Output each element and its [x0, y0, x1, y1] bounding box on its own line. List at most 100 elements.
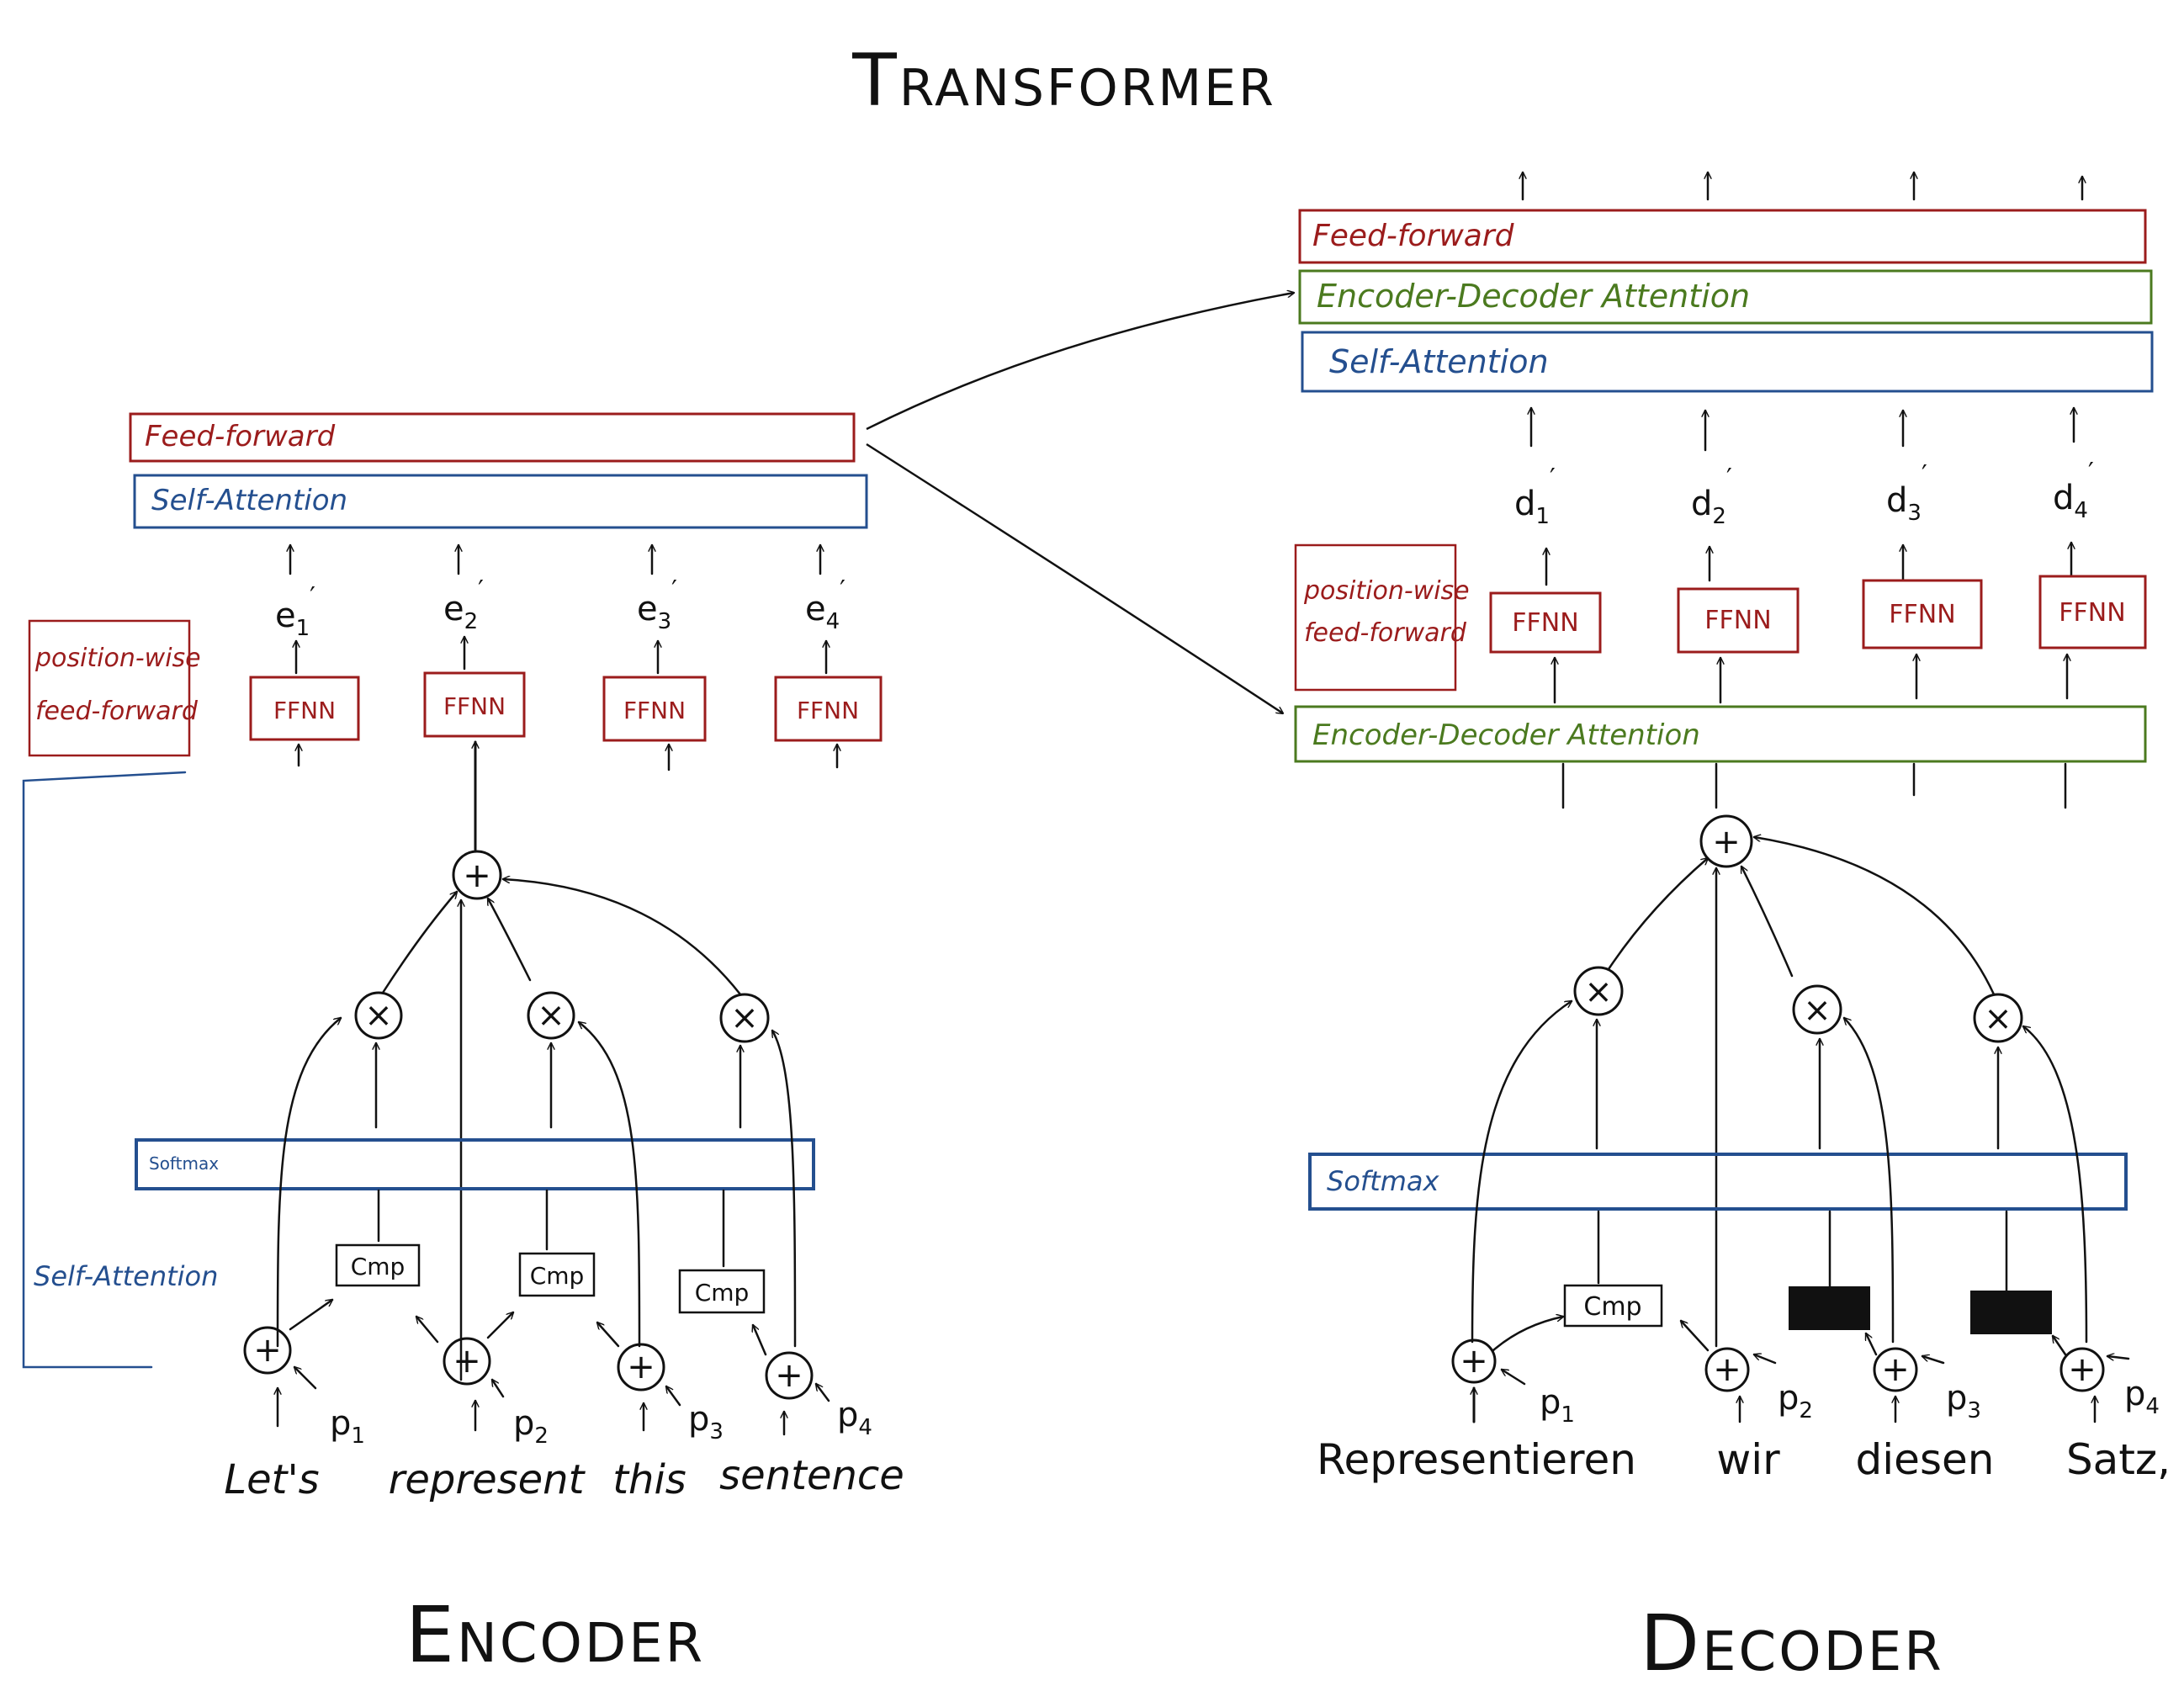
encoder-add-node-4 — [765, 1351, 814, 1400]
decoder-add-node-4 — [2059, 1347, 2105, 1392]
decoder: Feed-forward Encoder-Decoder Attention S… — [1294, 171, 2171, 1688]
encoder-output-e3: e3′ — [637, 575, 677, 634]
decoder-feed-forward-label: Feed-forward — [1312, 219, 1515, 253]
decoder-word-1: Representieren — [1317, 1435, 1636, 1484]
encoder-add-node-3 — [617, 1343, 665, 1391]
decoder-position-wise-line2: feed-forward — [1304, 618, 1467, 648]
encoder: Feed-forward Self-Attention e1′ e2′ e3′ … — [22, 412, 904, 1680]
decoder-add-1-symbol: + — [1460, 1342, 1488, 1381]
encoder-self-attention-bracket-label: Self-Attention — [34, 1260, 218, 1292]
encoder-ffnn-3 — [602, 676, 707, 742]
encoder-cmp-3-label: Cmp — [695, 1279, 750, 1307]
encoder-ffnn-3-label: FFNN — [623, 697, 686, 724]
decoder-multiply-node-3 — [1973, 993, 2023, 1043]
decoder-position-wise-box — [1294, 543, 1457, 692]
encoder-position-p2: p2 — [513, 1404, 549, 1449]
decoder-cmp-label: Cmp — [1583, 1292, 1641, 1322]
encoder-position-wise-line1: position-wise — [34, 644, 201, 673]
encoder-decoder-connections — [866, 293, 1294, 713]
encoder-position-wise-line2: feed-forward — [35, 697, 199, 726]
decoder-multiply-3-symbol: × — [1984, 999, 2012, 1038]
encoder-position-p3: p3 — [688, 1400, 724, 1445]
encoder-multiply-node-3 — [719, 993, 770, 1043]
encoder-position-wise-box — [28, 619, 191, 757]
encoder-add-node-2 — [443, 1337, 491, 1386]
encoder-self-attention-box — [133, 474, 868, 529]
encoder-output-e1: e1′ — [275, 582, 315, 641]
encoder-add-2-symbol: + — [453, 1342, 481, 1381]
encoder-ffnn-2-label: FFNN — [443, 692, 506, 720]
decoder-sum-plus: + — [1712, 823, 1741, 861]
decoder-enc-dec-attention-label: Encoder-Decoder Attention — [1317, 278, 1750, 315]
encoder-word-1: Let's — [224, 1456, 319, 1503]
decoder-position-p1: p1 — [1540, 1383, 1575, 1428]
encoder-add-1-symbol: + — [253, 1331, 282, 1370]
decoder-multiply-node-2 — [1792, 984, 1842, 1035]
decoder-output-d3: d3′ — [1886, 460, 1927, 526]
encoder-cmp-2 — [518, 1252, 596, 1297]
decoder-enc-dec-attention-lower-label: Encoder-Decoder Attention — [1312, 718, 1700, 752]
encoder-add-4-symbol: + — [775, 1356, 803, 1395]
encoder-self-attention-label: Self-Attention — [151, 484, 347, 517]
decoder-ffnn-3 — [1862, 579, 1983, 649]
encoder-feed-forward-label: Feed-forward — [145, 420, 336, 453]
decoder-multiply-1-symbol: × — [1584, 973, 1613, 1011]
encoder-label: Encoder — [406, 1590, 705, 1680]
encoder-position-p1: p1 — [330, 1404, 365, 1449]
decoder-add-node-1 — [1451, 1338, 1497, 1384]
decoder-add-2-symbol: + — [1713, 1350, 1741, 1389]
decoder-position-p2: p2 — [1778, 1379, 1813, 1423]
decoder-enc-dec-attention-lower-box — [1294, 705, 2147, 763]
encoder-multiply-node-2 — [527, 991, 575, 1040]
encoder-output-e2: e2′ — [443, 575, 484, 634]
decoder-ffnn-4-label: FFNN — [2059, 598, 2125, 628]
decoder-add-node-3 — [1873, 1347, 1918, 1392]
decoder-self-attention-label: Self-Attention — [1329, 343, 1549, 380]
encoder-multiply-1-symbol: × — [364, 996, 393, 1035]
encoder-cmp-1 — [335, 1243, 421, 1287]
decoder-add-4-symbol: + — [2068, 1350, 2097, 1389]
decoder-masked-block-1 — [1789, 1286, 1870, 1330]
decoder-output-d4: d4′ — [2053, 458, 2094, 523]
decoder-position-p4: p4 — [2124, 1375, 2160, 1419]
decoder-output-d1: d1′ — [1514, 464, 1556, 529]
diagram-title: Transformer — [851, 39, 1276, 123]
decoder-enc-dec-attention-box — [1298, 269, 2153, 325]
decoder-word-3: diesen — [1856, 1435, 1995, 1484]
encoder-sum-node — [452, 850, 502, 900]
decoder-softmax-label: Softmax — [1327, 1165, 1439, 1197]
decoder-word-2: wir — [1716, 1435, 1780, 1484]
decoder-feed-forward-box — [1298, 209, 2147, 264]
encoder-word-4: sentence — [719, 1452, 904, 1499]
encoder-self-attention-bracket — [22, 771, 187, 1369]
decoder-ffnn-1 — [1489, 591, 1602, 654]
encoder-ffnn-1-label: FFNN — [273, 697, 336, 724]
encoder-ffnn-1 — [249, 676, 360, 741]
encoder-softmax-label: Softmax — [149, 1153, 219, 1174]
encoder-position-p4: p4 — [837, 1396, 872, 1440]
encoder-ffnn-2 — [423, 671, 526, 738]
encoder-feed-forward-box — [129, 412, 856, 463]
encoder-word-2: represent — [389, 1456, 586, 1503]
encoder-multiply-2-symbol: × — [537, 996, 565, 1035]
decoder-cmp — [1563, 1284, 1663, 1328]
decoder-sum-node — [1699, 814, 1753, 868]
decoder-multiply-node-1 — [1573, 966, 1624, 1016]
decoder-word-4: Satz, — [2066, 1435, 2171, 1484]
decoder-masked-block-2 — [1970, 1291, 2052, 1334]
decoder-ffnn-1-label: FFNN — [1512, 608, 1578, 638]
encoder-cmp-3 — [678, 1269, 766, 1314]
decoder-position-p3: p3 — [1946, 1379, 1981, 1423]
decoder-ffnn-3-label: FFNN — [1889, 600, 1955, 629]
decoder-multiply-2-symbol: × — [1803, 991, 1831, 1030]
encoder-word-3: this — [612, 1456, 686, 1503]
encoder-output-e4: e4′ — [805, 575, 846, 634]
encoder-cmp-1-label: Cmp — [351, 1253, 406, 1280]
encoder-ffnn-4 — [774, 676, 883, 742]
encoder-sum-plus: + — [463, 856, 491, 895]
encoder-cmp-2-label: Cmp — [530, 1262, 585, 1290]
encoder-multiply-node-1 — [354, 991, 403, 1040]
decoder-add-node-2 — [1704, 1347, 1750, 1392]
decoder-position-wise-line1: position-wise — [1303, 576, 1470, 606]
